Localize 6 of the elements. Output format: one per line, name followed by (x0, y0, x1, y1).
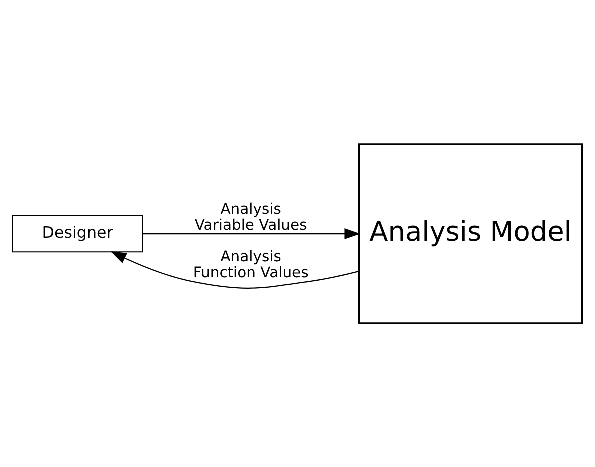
node-box: Analysis Model (358, 143, 584, 324)
arrow (110, 251, 359, 288)
node-box: Designer (12, 214, 144, 252)
edge-label: Analysis Variable Values (194, 200, 308, 234)
edge-label: Analysis Function Values (193, 248, 309, 281)
arrow (143, 228, 361, 240)
